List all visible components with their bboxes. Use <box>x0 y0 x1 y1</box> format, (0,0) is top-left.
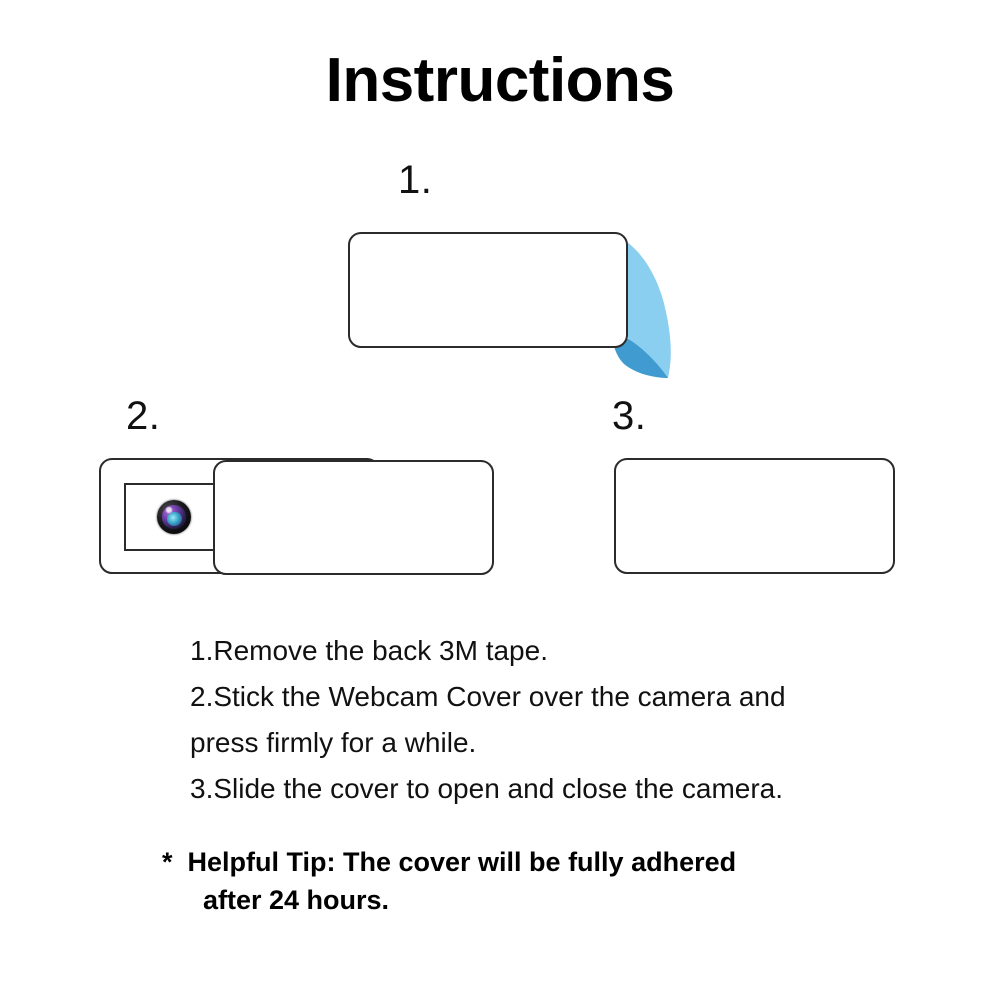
step-1-figure <box>340 228 680 388</box>
instruction-text-block: 1.Remove the back 3M tape. 2.Stick the W… <box>190 628 910 812</box>
helpful-tip-block: * Helpful Tip: The cover will be fully a… <box>162 843 922 919</box>
instruction-line-3: press firmly for a while. <box>190 727 477 758</box>
step-1-number: 1. <box>398 158 433 202</box>
instruction-line-4: 3.Slide the cover to open and close the … <box>190 773 784 804</box>
step-2-sliding-cover <box>213 460 494 575</box>
instruction-line-1: 1.Remove the back 3M tape. <box>190 635 548 666</box>
step-3-figure <box>614 458 904 578</box>
step-3-closed-cover <box>614 458 895 574</box>
helpful-tip-line-2: after 24 hours. <box>203 885 390 915</box>
step-2-figure <box>99 458 499 578</box>
step-2-number: 2. <box>126 394 161 438</box>
camera-lens-icon <box>157 500 191 534</box>
helpful-tip-line-1: * Helpful Tip: The cover will be fully a… <box>162 847 737 877</box>
page-title: Instructions <box>325 46 675 115</box>
step-3-number: 3. <box>612 394 647 438</box>
lens-reflection <box>167 511 183 526</box>
instruction-line-2: 2.Stick the Webcam Cover over the camera… <box>190 681 786 712</box>
step-1-cover-body <box>348 232 628 348</box>
lens-specular-highlight <box>165 507 172 513</box>
